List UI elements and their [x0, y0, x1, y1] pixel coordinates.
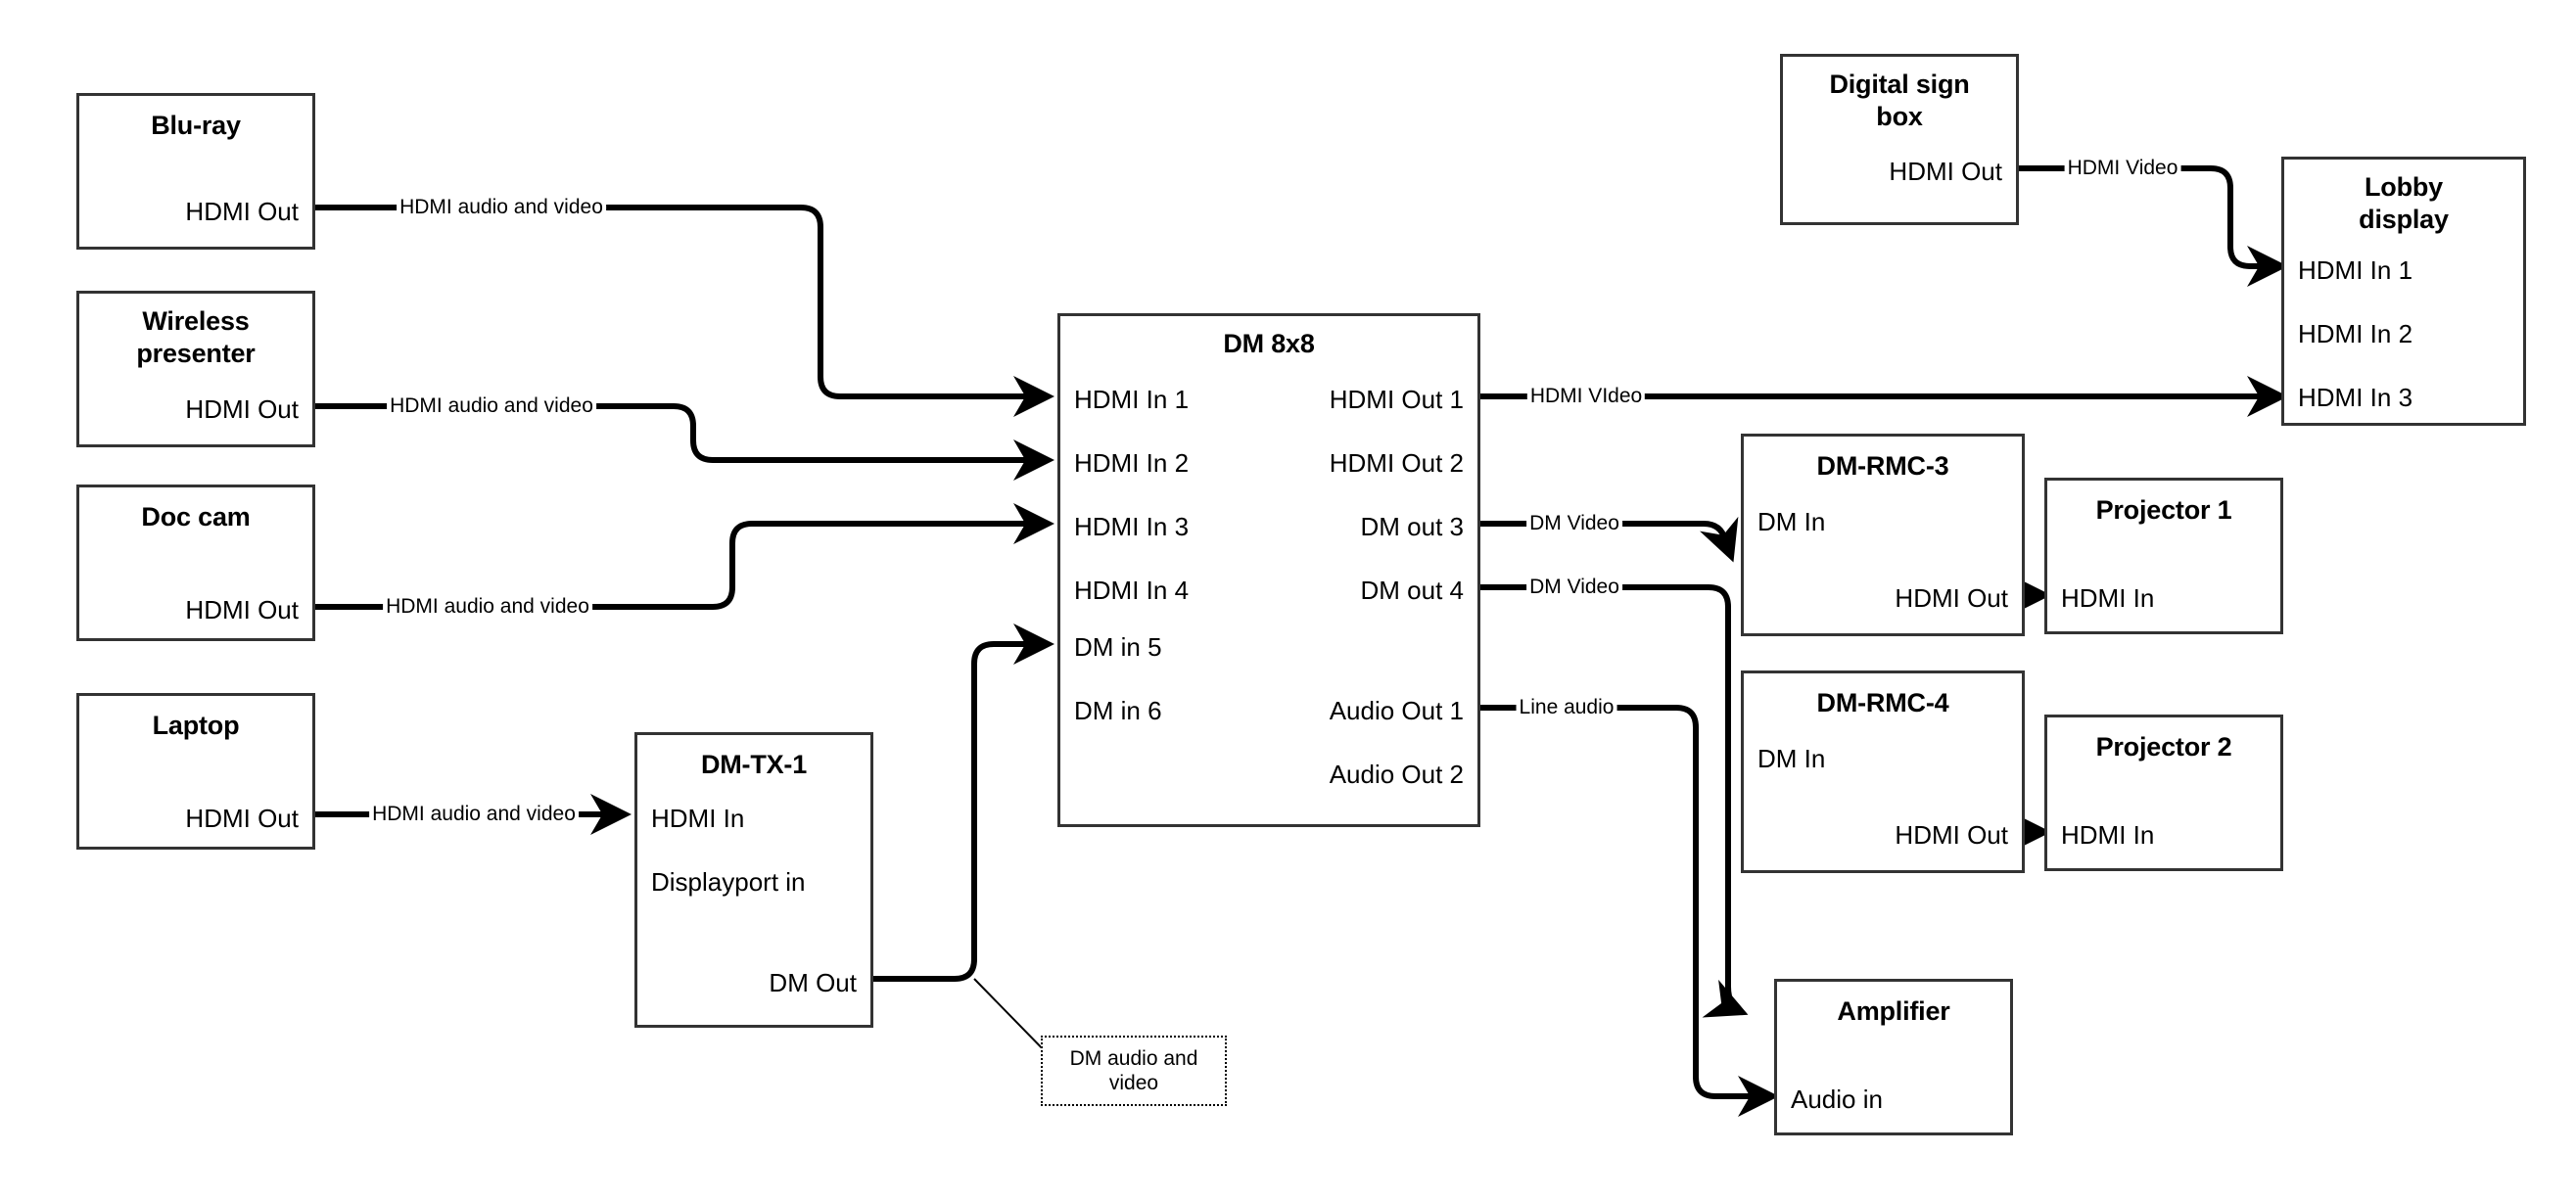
node-laptop[interactable]: Laptop HDMI Out: [76, 693, 315, 850]
node-dm-rmc-4-port-hdmi-out: HDMI Out: [1895, 820, 2008, 850]
node-projector-2-port-hdmi-in: HDMI In: [2061, 820, 2155, 850]
node-dm-rmc-4[interactable]: DM-RMC-4 DM In HDMI Out: [1741, 670, 2025, 873]
edge-digitalsign-to-lobby: [2019, 165, 2288, 287]
node-dm-8x8-port-hdmi-in-3: HDMI In 3: [1074, 512, 1190, 541]
node-dm-8x8-port-audio-out-2: Audio Out 2: [1329, 760, 1464, 789]
node-projector-1[interactable]: Projector 1 HDMI In: [2044, 478, 2283, 634]
node-dm-rmc-4-port-dm-in: DM In: [1757, 744, 1826, 773]
node-dm-8x8-port-dm-in-5: DM in 5: [1074, 632, 1162, 662]
node-dm-8x8-port-hdmi-out-2: HDMI Out 2: [1329, 448, 1464, 478]
node-laptop-title: Laptop: [152, 711, 240, 740]
node-dm-8x8-port-dm-in-6: DM in 6: [1074, 696, 1162, 725]
node-amplifier-port-audio-in: Audio in: [1791, 1085, 1883, 1114]
node-dm-8x8-title: DM 8x8: [1223, 329, 1315, 358]
edge-label-dm-video-out4: DM Video: [1526, 576, 1622, 599]
node-digital-sign-box-title: Digital sign box: [1829, 69, 1970, 131]
edge-label-doccam-hdmi: HDMI audio and video: [383, 595, 592, 619]
node-dm-8x8-port-audio-out-1: Audio Out 1: [1329, 696, 1464, 725]
node-bluray[interactable]: Blu-ray HDMI Out: [76, 93, 315, 250]
node-dm-rmc-3-title: DM-RMC-3: [1816, 451, 1949, 481]
node-dm-tx-1-port-dm-out: DM Out: [769, 968, 857, 997]
node-dm-8x8-port-dm-out-4: DM out 4: [1360, 576, 1465, 605]
node-dm-rmc-3-port-dm-in: DM In: [1757, 507, 1826, 536]
node-lobby-display-title: Lobby display: [2359, 172, 2449, 234]
node-dm-8x8-port-dm-out-3: DM out 3: [1360, 512, 1465, 541]
node-projector-1-title: Projector 1: [2095, 495, 2232, 525]
edge-label-digitalsign-hdmi-video: HDMI Video: [2064, 157, 2181, 180]
node-dm-rmc-3-port-hdmi-out: HDMI Out: [1895, 583, 2008, 613]
edge-label-line-audio: Line audio: [1516, 696, 1617, 719]
node-dm-8x8[interactable]: DM 8x8 HDMI In 1 HDMI In 2 HDMI In 3 HDM…: [1057, 313, 1480, 827]
edge-label-dm-video-out3: DM Video: [1526, 512, 1622, 535]
node-dm-tx-1-port-hdmi-in: HDMI In: [651, 804, 745, 833]
node-lobby-display-port-hdmi-in-2: HDMI In 2: [2298, 319, 2413, 348]
edge-dm8x8-to-amplifier: [1480, 705, 1779, 1117]
edge-label-laptop-hdmi: HDMI audio and video: [369, 803, 579, 826]
node-dm-8x8-port-hdmi-in-4: HDMI In 4: [1074, 576, 1190, 605]
node-doc-cam[interactable]: Doc cam HDMI Out: [76, 485, 315, 641]
node-doc-cam-port-hdmi-out: HDMI Out: [185, 595, 299, 624]
node-dm-8x8-port-hdmi-in-1: HDMI In 1: [1074, 385, 1190, 414]
node-dm-tx-1-port-displayport-in: Displayport in: [651, 867, 806, 897]
node-bluray-title: Blu-ray: [151, 111, 241, 140]
node-amplifier-title: Amplifier: [1837, 996, 1950, 1026]
note-dm-audio-and-video: DM audio and video: [1041, 1036, 1227, 1106]
node-laptop-port-hdmi-out: HDMI Out: [185, 804, 299, 833]
node-bluray-port-hdmi-out: HDMI Out: [185, 197, 299, 226]
node-projector-2[interactable]: Projector 2 HDMI In: [2044, 715, 2283, 871]
node-wireless-presenter[interactable]: Wireless presenter HDMI Out: [76, 291, 315, 447]
node-projector-1-port-hdmi-in: HDMI In: [2061, 583, 2155, 613]
edge-label-wireless-hdmi: HDMI audio and video: [387, 394, 596, 418]
node-dm-tx-1-title: DM-TX-1: [700, 750, 808, 779]
edge-dm8x8-to-dmrmc4: [1480, 584, 1749, 1018]
edge-label-bluray-hdmi: HDMI audio and video: [397, 196, 606, 219]
node-digital-sign-box-port-hdmi-out: HDMI Out: [1889, 157, 2002, 186]
node-lobby-display-port-hdmi-in-3: HDMI In 3: [2298, 383, 2413, 412]
edge-label-hdmi-video-out1: HDMI VIdeo: [1526, 385, 1646, 408]
node-dm-8x8-port-hdmi-in-2: HDMI In 2: [1074, 448, 1190, 478]
node-dm-8x8-port-hdmi-out-1: HDMI Out 1: [1329, 385, 1464, 414]
node-lobby-display-port-hdmi-in-1: HDMI In 1: [2298, 255, 2413, 285]
node-lobby-display[interactable]: Lobby display HDMI In 1 HDMI In 2 HDMI I…: [2281, 157, 2526, 426]
node-doc-cam-title: Doc cam: [141, 502, 251, 531]
node-wireless-presenter-title: Wireless presenter: [136, 306, 256, 368]
node-dm-rmc-4-title: DM-RMC-4: [1816, 688, 1949, 717]
edge-bluray-to-dm8x8: [315, 205, 1054, 417]
node-amplifier[interactable]: Amplifier Audio in: [1774, 979, 2013, 1135]
node-wireless-presenter-port-hdmi-out: HDMI Out: [185, 394, 299, 424]
node-projector-2-title: Projector 2: [2095, 732, 2232, 762]
node-dm-tx-1[interactable]: DM-TX-1 HDMI In Displayport in DM Out: [634, 732, 873, 1028]
node-dm-rmc-3[interactable]: DM-RMC-3 DM In HDMI Out: [1741, 434, 2025, 636]
node-digital-sign-box[interactable]: Digital sign box HDMI Out: [1780, 54, 2019, 225]
